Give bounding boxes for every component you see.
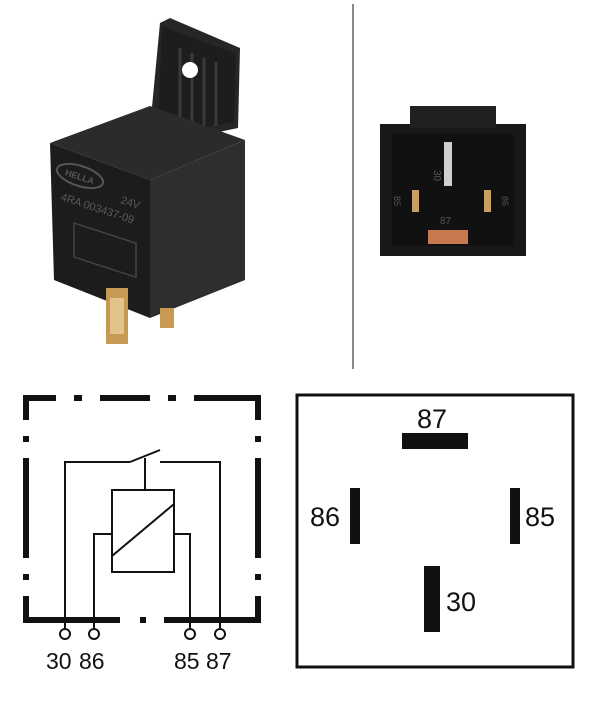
socket-pin-mark-86: 86 (500, 196, 510, 206)
terminal-label-87: 87 (206, 648, 232, 674)
relay-schematic: 30 86 85 87 (10, 378, 280, 700)
pin-layout-diagram: 87 86 85 30 (288, 380, 588, 680)
pin-label-85: 85 (525, 502, 555, 532)
pin-87-bar (402, 433, 468, 449)
pin-label-30: 30 (446, 587, 476, 617)
pin-30-bar (424, 566, 440, 632)
relay-voltage-text: 24V (119, 194, 142, 212)
pin-label-86: 86 (310, 502, 340, 532)
pin-85-bar (510, 488, 520, 544)
vertical-divider (352, 4, 354, 369)
relay-photo: HELLA 24V 4RA 003437-09 (40, 18, 255, 353)
terminal-label-85: 85 (174, 648, 200, 674)
terminal-label-86: 86 (79, 648, 105, 674)
socket-pin-mark-30: 30 (431, 170, 442, 182)
socket-photo: 30 85 86 87 (378, 98, 528, 258)
pin-86-bar (350, 488, 360, 544)
pin-label-87: 87 (417, 404, 447, 434)
socket-pin-mark-85: 85 (392, 196, 402, 206)
terminal-label-30: 30 (46, 648, 72, 674)
socket-pin-mark-87: 87 (440, 216, 452, 227)
